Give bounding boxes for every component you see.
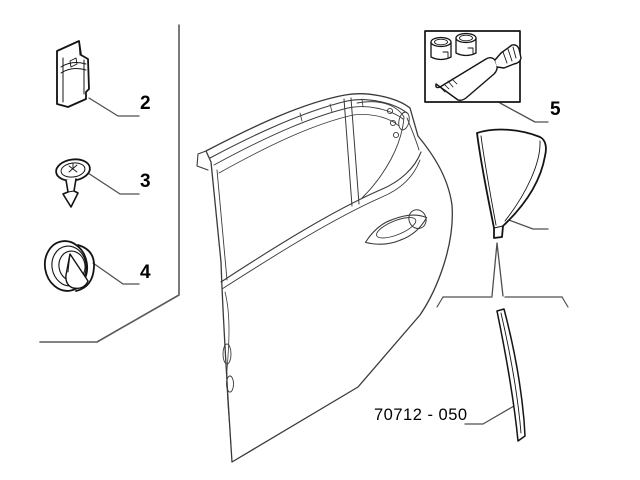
retaining-clip-part [56,40,90,108]
kit-tube [435,44,522,101]
sealing-grommet-part [43,240,95,292]
callout-2-label[interactable]: 2 [140,93,151,114]
locating-arrow [491,242,504,297]
belt-weatherstrip-part [496,308,526,442]
adhesive-kit-part [424,30,522,103]
position-marker [436,242,569,308]
kit-jar-1 [430,36,452,61]
leader-callout-5 [499,102,549,123]
push-pin-rivet-part [55,158,91,208]
callout-region-border [39,24,180,343]
kit-jar-2 [455,32,477,57]
callout-4-label[interactable]: 4 [140,262,151,283]
drawing-code-label: 70712 - 050 [374,406,468,424]
callout-3-label[interactable]: 3 [140,171,151,192]
leader-callout-4 [92,262,140,285]
leader-drawing-code [464,405,515,425]
leader-callout-3 [87,172,140,195]
callout-5-label[interactable]: 5 [550,99,561,120]
leader-callout-2 [88,97,140,117]
leader-lines [87,97,549,425]
leader-quarter-trim [505,218,549,230]
door-handle [364,209,428,245]
rear-door-panel [196,93,453,463]
quarter-window-trim-part [476,128,547,239]
